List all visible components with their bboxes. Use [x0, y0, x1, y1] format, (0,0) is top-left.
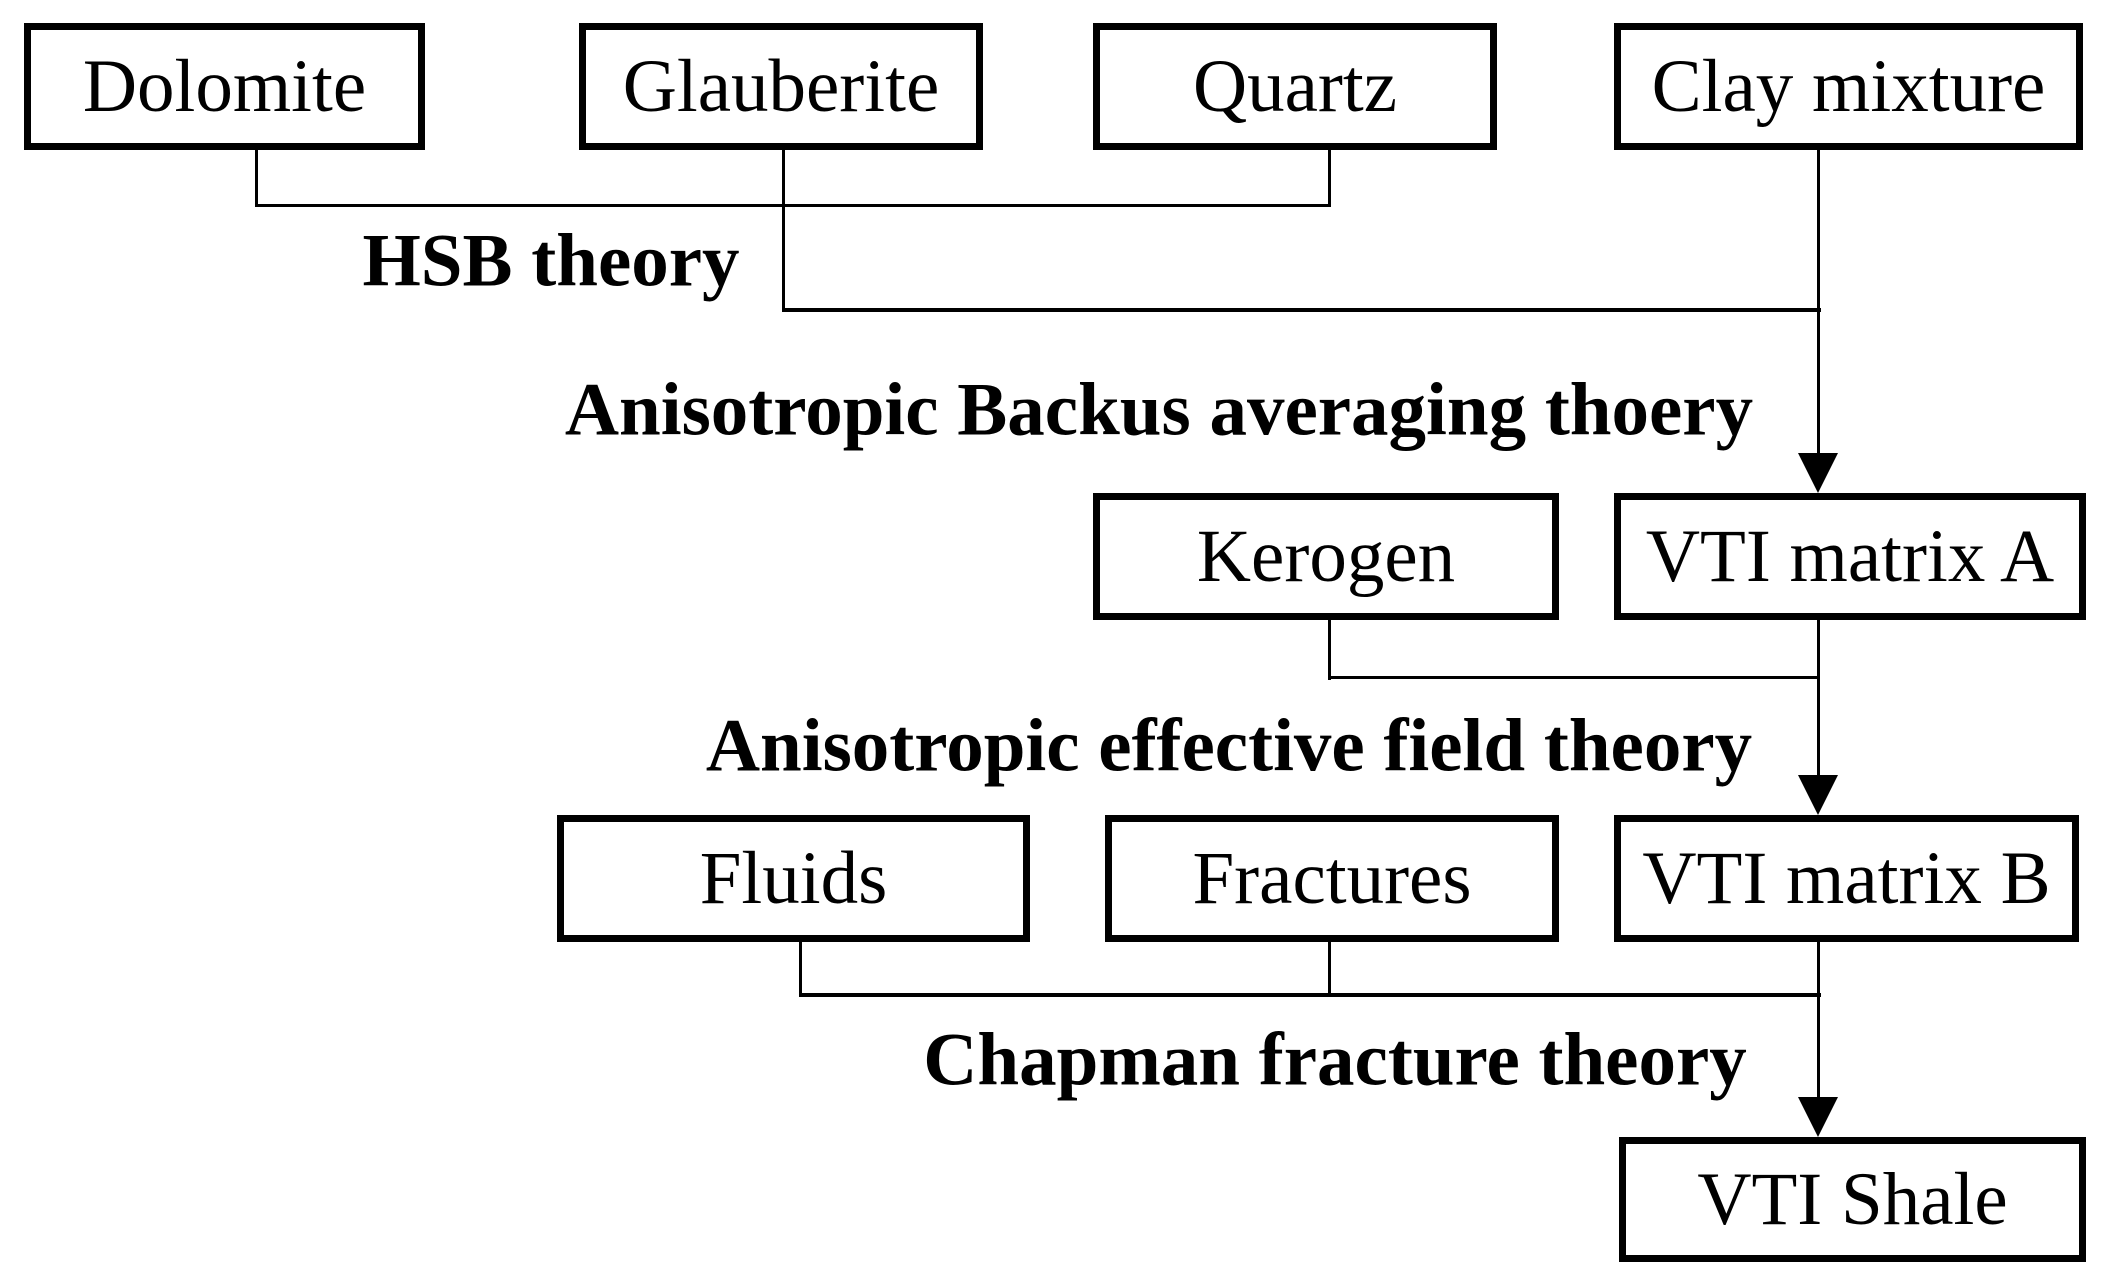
node-glauberite: Glauberite — [579, 23, 983, 150]
label-effective-field-theory: Anisotropic effective field theory — [705, 704, 1753, 788]
connector-line-backus-collector — [782, 308, 1821, 312]
label-hsb-theory: HSB theory — [362, 219, 740, 303]
label-chapman-fracture-theory: Chapman fracture theory — [923, 1018, 1747, 1102]
connector-line-glauberite-down — [782, 150, 785, 311]
label-backus-averaging-theory: Anisotropic Backus averaging thoery — [564, 368, 1754, 452]
node-clay-mixture: Clay mixture — [1614, 23, 2083, 150]
node-vti-matrix-a: VTI matrix A — [1614, 493, 2086, 620]
node-vti-matrix-b: VTI matrix B — [1614, 815, 2079, 942]
connector-line-chapman-collector — [799, 993, 1821, 997]
connector-line-vti-matrix-a-down — [1817, 620, 1820, 778]
node-vti-shale: VTI Shale — [1619, 1137, 2086, 1262]
connector-line-kerogen-down — [1328, 620, 1331, 680]
connector-line-clay-down — [1817, 150, 1820, 460]
connector-line-vti-matrix-b-down — [1817, 940, 1820, 1100]
connector-line-quartz-down — [1328, 150, 1331, 207]
node-fractures: Fractures — [1105, 815, 1559, 942]
arrowhead-down-icon — [1798, 775, 1838, 815]
node-kerogen: Kerogen — [1093, 493, 1559, 620]
connector-line-hsb-collector — [255, 204, 1331, 207]
connector-line-fractures-down — [1328, 940, 1331, 997]
arrowhead-down-icon — [1798, 1097, 1838, 1137]
connector-line-fluids-down — [799, 940, 802, 997]
node-quartz: Quartz — [1093, 23, 1497, 150]
node-dolomite: Dolomite — [24, 23, 425, 150]
connector-line-effective-field-collector — [1328, 676, 1820, 679]
connector-line-dolomite-down — [255, 150, 258, 207]
arrowhead-down-icon — [1798, 453, 1838, 493]
node-fluids: Fluids — [557, 815, 1030, 942]
